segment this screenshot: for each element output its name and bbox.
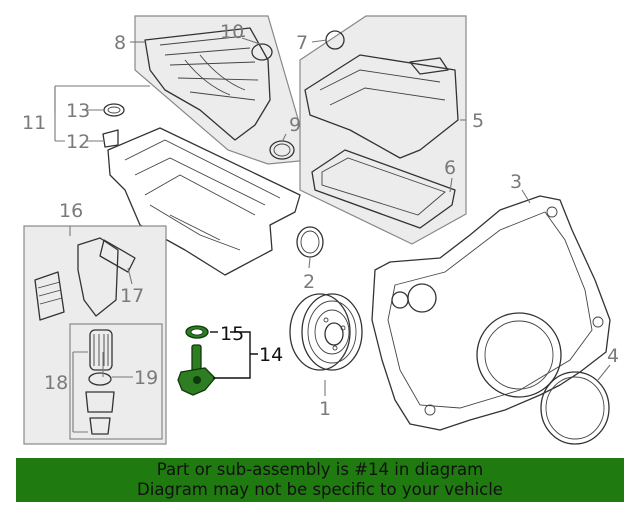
part-number-12: 12 <box>66 131 90 153</box>
banner-line-2: Diagram may not be specific to your vehi… <box>137 480 503 499</box>
part-number-10: 10 <box>220 21 244 43</box>
part-number-9: 9 <box>289 114 301 136</box>
timing-cover <box>371 195 611 431</box>
parts-diagram: 8 10 7 9 5 6 3 4 2 1 11 13 12 16 17 18 1… <box>22 15 619 445</box>
leader-lines <box>69 37 611 433</box>
part-number-11: 11 <box>22 112 46 134</box>
banner-line-1: Part or sub-assembly is #14 in diagram <box>156 460 484 479</box>
part-number-4: 4 <box>607 345 619 367</box>
part-number-6: 6 <box>444 157 456 179</box>
valve-cover-panel <box>299 15 467 245</box>
part-number-5: 5 <box>472 110 484 132</box>
crankshaft-seal <box>540 371 610 445</box>
part-number-19: 19 <box>134 367 158 389</box>
part-number-14: 14 <box>259 344 283 366</box>
part-number-16: 16 <box>59 200 83 222</box>
part-number-8: 8 <box>114 32 126 54</box>
part-number-7: 7 <box>296 32 308 54</box>
part-number-2: 2 <box>303 271 315 293</box>
part-number-3: 3 <box>510 171 522 193</box>
vibration-damper <box>289 293 363 371</box>
oil-filter-panel <box>23 225 167 445</box>
oil-pan-group <box>54 85 301 276</box>
part-number-1: 1 <box>319 398 331 420</box>
part-number-15: 15 <box>220 323 244 345</box>
part-number-18: 18 <box>44 372 68 394</box>
info-banner: Part or sub-assembly is #14 in diagram D… <box>16 458 624 502</box>
part-number-17: 17 <box>120 285 144 307</box>
o-ring <box>296 226 324 258</box>
part-number-13: 13 <box>66 100 90 122</box>
oil-level-sensor-highlight <box>177 325 216 396</box>
